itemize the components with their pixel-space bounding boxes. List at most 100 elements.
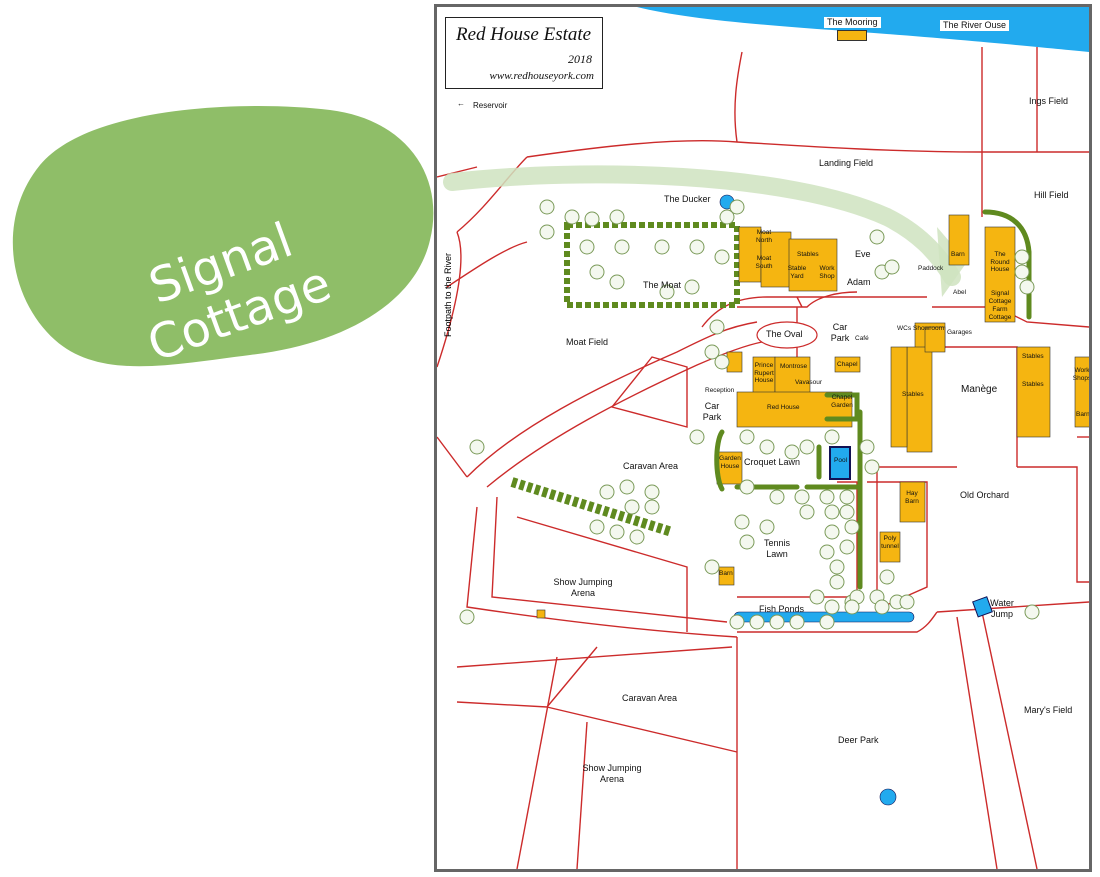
tree [459, 609, 475, 625]
tree [769, 489, 785, 505]
guide-arrow [443, 165, 961, 286]
label-water-jump: Water Jump [990, 598, 1014, 619]
tree [689, 429, 705, 445]
label-eve: Eve [855, 249, 871, 259]
label-red-house: Red House [767, 404, 800, 411]
tree [614, 239, 630, 255]
tree [539, 224, 555, 240]
label-chapel-garden: Chapel Garden [831, 394, 853, 409]
label-barn-2: Barn [1076, 411, 1090, 418]
tree [469, 439, 485, 455]
tree [824, 524, 840, 540]
label-hay-barn: Hay Barn [905, 490, 919, 505]
tree [589, 264, 605, 280]
tree [839, 489, 855, 505]
water-jump [972, 596, 993, 618]
label-the-ducker: The Ducker [664, 194, 711, 204]
swimming-pool [829, 446, 851, 480]
label-caravan-area-2: Caravan Area [622, 693, 678, 703]
tree [619, 479, 635, 495]
label-chapel: Chapel [837, 361, 858, 368]
map-title: Red House Estate [456, 24, 592, 45]
tree [784, 444, 800, 460]
label-river-ouse: The River Ouse [940, 20, 1010, 31]
label-stables-1: Stables [797, 251, 819, 258]
tree [739, 534, 755, 550]
map-url: www.redhouseyork.com [489, 70, 594, 82]
label-tennis-lawn: Tennis Lawn [763, 538, 790, 559]
tree [1019, 279, 1035, 295]
label-prince-rupert-house: Prince Rupert House [754, 362, 774, 384]
label-garages: Garages [947, 329, 972, 336]
label-paddock: Paddock [918, 265, 944, 272]
label-stables-3: Stables [1022, 353, 1044, 360]
buildings [536, 214, 1089, 619]
tree [589, 519, 605, 535]
tree [719, 209, 735, 225]
tree [704, 344, 720, 360]
tree [644, 484, 660, 500]
label-marys-field: Mary's Field [1024, 705, 1073, 715]
label-barn-1: Barn [951, 251, 965, 258]
label-pool: Pool [834, 457, 848, 464]
label-adam: Adam [847, 277, 871, 287]
mooring-icon [837, 30, 867, 41]
map-year: 2018 [568, 52, 592, 66]
label-stable-yard: Stable Yard [787, 265, 807, 280]
tree [824, 504, 840, 520]
label-reservoir: Reservoir [473, 101, 508, 110]
label-show-jumping-1: Show Jumping Arena [553, 577, 613, 598]
tree [819, 489, 835, 505]
tree [1014, 249, 1030, 265]
tree [709, 319, 725, 335]
label-moat-south: Moat South [755, 255, 773, 270]
tree [654, 239, 670, 255]
tree [879, 569, 895, 585]
tree [609, 209, 625, 225]
label-croquet-lawn: Croquet Lawn [744, 457, 801, 467]
tree [644, 499, 660, 515]
tree [864, 459, 880, 475]
river-ouse [637, 7, 1089, 52]
label-the-oval: The Oval [766, 329, 803, 339]
tree [749, 614, 765, 630]
label-moat-field: Moat Field [566, 337, 609, 347]
tree [704, 559, 720, 575]
tree [584, 211, 600, 227]
label-caravan-area-1: Caravan Area [623, 461, 679, 471]
label-car-park-1: Car Park [830, 322, 850, 343]
tree [729, 614, 745, 630]
tree [684, 279, 700, 295]
label-wcs: WCs [897, 325, 912, 332]
tree [899, 594, 915, 610]
tree [844, 599, 860, 615]
label-the-moat: The Moat [643, 280, 682, 290]
tree [714, 354, 730, 370]
tree [839, 539, 855, 555]
label-car-park-2: Car Park [702, 401, 722, 422]
label-poly-tunnel: Poly tunnel [881, 535, 899, 550]
label-vavasour: Vavasour [795, 379, 822, 386]
label-the-mooring: The Mooring [824, 17, 881, 28]
tree [789, 614, 805, 630]
signal-cottage-callout: Signal Cottage [0, 70, 440, 390]
map-drawing [437, 7, 1089, 869]
tree [799, 504, 815, 520]
tree [809, 589, 825, 605]
tree [1024, 604, 1040, 620]
tree [819, 544, 835, 560]
tree [829, 559, 845, 575]
tree [714, 249, 730, 265]
label-farm-cottage: Farm Cottage [988, 306, 1012, 321]
label-round-house: The Round House [990, 251, 1010, 273]
the-oval [756, 321, 818, 349]
label-montrose: Montrose [780, 363, 808, 370]
tree [824, 429, 840, 445]
label-ings-field: Ings Field [1029, 96, 1069, 106]
tree [794, 489, 810, 505]
tree [739, 479, 755, 495]
tree [689, 239, 705, 255]
label-old-orchard: Old Orchard [960, 490, 1010, 500]
label-manege: Manège [961, 384, 998, 395]
tree [579, 239, 595, 255]
